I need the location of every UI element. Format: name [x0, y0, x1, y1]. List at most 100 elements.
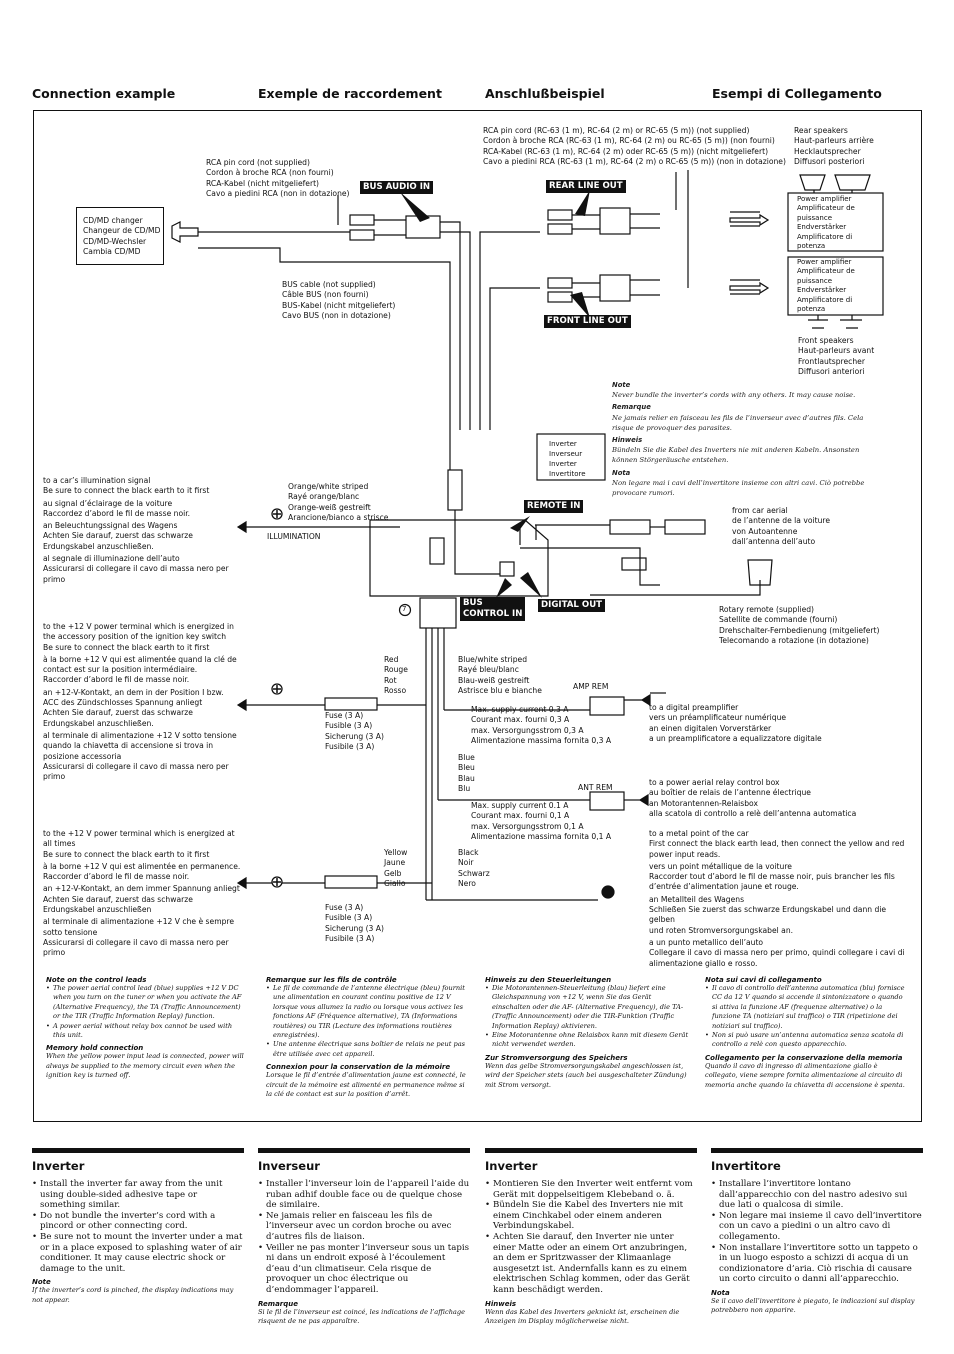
rca-rc63-label: RCA pin cord (RC-63 (1 m), RC-64 (2 m) o… [483, 126, 786, 166]
illum-fr: au signal d’éclairage de la voiture Racc… [43, 498, 191, 518]
control-notes-de: Hinweis zu den Steuerleitungen Die Motor… [485, 972, 690, 1090]
fuse-yellow-label: Fuse (3 A) Fusible (3 A) Sicherung (3 A)… [325, 903, 384, 943]
power-amp-rear-label: Power amplifier Amplificateur de puissan… [797, 195, 855, 251]
control-note-title: Hinweis zu den Steuerleitungen [485, 976, 612, 984]
memory-note-title: Memory hold connection [46, 1044, 144, 1053]
control-note-title: Nota sui cavi di collegamento [705, 976, 822, 984]
amp-rem-label: AMP REM [573, 682, 609, 691]
always-power-text: to the +12 V power terminal which is ene… [43, 829, 243, 959]
section-note-head: Remarque [258, 1299, 299, 1308]
section-title: Inverseur [258, 1159, 320, 1173]
blue-label: Blue Bleu Blau Blu [458, 753, 475, 793]
control-note-item: Eine Motorantenne ohne Relaisbox kann mi… [485, 1031, 690, 1050]
control-notes-en: Note on the control leads The power aeri… [46, 972, 246, 1081]
memory-note-body: Wenn das gelbe Stromversorgungskabel ang… [485, 1061, 687, 1089]
note-head: Note [612, 381, 631, 389]
memory-note-body: When the yellow power input lead is conn… [46, 1052, 244, 1080]
section-bar [485, 1148, 697, 1153]
circle-seven: 7 [402, 605, 407, 613]
header-it: Esempi di Collegamento [712, 86, 882, 101]
bus-cable-label: BUS cable (not supplied) Câble BUS (non … [282, 280, 396, 320]
section-title: Inverter [32, 1159, 85, 1173]
acc-de: an +12-V-Kontakt, an dem in der Position… [43, 687, 224, 728]
max-01-label: Max. supply current 0.1 A Courant max. f… [471, 801, 612, 841]
digital-out-label: DIGITAL OUT [538, 599, 606, 612]
blue-white-label: Blue/white striped Rayé bleu/blanc Blau-… [458, 655, 542, 695]
section-title: Invertitore [711, 1159, 781, 1173]
memory-note-title: Collegamento per la conservazione della … [705, 1053, 903, 1062]
header-en: Connection example [32, 86, 176, 101]
control-note-item: Le fil de commande de l’antenne électriq… [266, 984, 471, 1040]
memory-note-body: Lorsque le fil d’entrée d’alimentation j… [266, 1071, 466, 1099]
remote-in-label: REMOTE IN [524, 500, 584, 513]
memory-note-body: Quando il cavo di ingresso di alimentazi… [705, 1061, 905, 1089]
illum-de: an Beleuchtungssignal des Wagens Achten … [43, 521, 193, 551]
acc-power-text: to the +12 V power terminal which is ene… [43, 622, 243, 782]
ant-rem-label: ANT REM [578, 783, 613, 792]
section-note-body: Se il cavo dell’invertitore è piegato, l… [711, 1296, 915, 1315]
section-note-body: If the inverter’s cord is pinched, the d… [32, 1286, 234, 1304]
inverter-section-de: Inverter Montieren Sie den Inverter weit… [485, 1148, 697, 1326]
section-item: Be sure not to mount the inverter under … [32, 1232, 244, 1274]
orange-white-label: Orange/white striped Rayé orange/blanc O… [288, 482, 389, 522]
red-label: Red Rouge Rot Rosso [384, 655, 408, 695]
acc-en: to the +12 V power terminal which is ene… [43, 622, 234, 652]
section-item: Montieren Sie den Inverter weit entfernt… [485, 1179, 697, 1200]
note-body: Non legare mai i cavi dell’invertitore i… [612, 478, 865, 498]
inverter-notes: Note Never bundle the inverter’s cords w… [612, 380, 882, 498]
acc-fr: à la borne +12 V qui est alimentée quand… [43, 654, 237, 685]
front-line-out-label: FRONT LINE OUT [544, 315, 631, 328]
memory-note-title: Zur Stromversorgung des Speichers [485, 1053, 628, 1062]
bus-control-in-label: BUS CONTROL IN [460, 597, 526, 621]
section-note-body: Wenn das Kabel des Inverters geknickt is… [485, 1307, 680, 1325]
illumination-signal-text: to a car’s illumination signal Be sure t… [43, 476, 243, 585]
metal-point-text: to a metal point of the car First connec… [649, 829, 914, 969]
control-note-title: Remarque sur les fils de contrôle [266, 976, 397, 984]
inverter-section-en: Inverter Install the inverter far away f… [32, 1148, 244, 1305]
cd-changer-box: CD/MD changer Changeur de CD/MD CD/MD-We… [76, 207, 164, 265]
section-item: Do not bundle the inverter’s cord with a… [32, 1211, 244, 1232]
black-label: Black Noir Schwarz Nero [458, 848, 490, 888]
inverter-box-label: Inverter Inverseur Inverter Invertitore [549, 440, 586, 478]
note-body: Bündeln Sie die Kabel des Inverters nie … [612, 446, 860, 465]
section-item: Non installare l’invertitore sotto un ta… [711, 1243, 923, 1285]
header-fr: Exemple de raccordement [258, 86, 442, 101]
control-note-item: Non si può usare un’antenna automatica s… [705, 1031, 910, 1050]
control-note-item: The power aerial control lead (blue) sup… [46, 984, 246, 1022]
rotary-remote-label: Rotary remote (supplied) Satellite de co… [719, 605, 880, 645]
header-de: Anschlußbeispiel [485, 86, 605, 101]
inverter-section-fr: Inverseur Installer l’inverseur loin de … [258, 1148, 470, 1326]
diagram-frame [33, 110, 922, 1122]
acc-it: al terminale di alimentazione +12 V sott… [43, 730, 237, 782]
section-item: Installare l’invertitore lontano dall’ap… [711, 1179, 923, 1211]
section-item: Install the inverter far away from the u… [32, 1179, 244, 1211]
metal-it: a un punto metallico dell’auto Collegare… [649, 937, 905, 968]
max-03-label: Max. supply current 0.3 A Courant max. f… [471, 705, 612, 745]
memory-note-title: Connexion pour la conservation de la mém… [266, 1063, 451, 1072]
illum-en: to a car’s illumination signal Be sure t… [43, 476, 210, 496]
section-note-head: Note [32, 1278, 51, 1287]
section-note-body: Si le fil de l’inverseur est coincé, les… [258, 1307, 465, 1325]
always-it: al terminale di alimentazione +12 V che … [43, 917, 235, 958]
control-note-item: Une antenne électrique sans boîtier de r… [266, 1040, 471, 1059]
section-bar [32, 1148, 244, 1153]
metal-en: to a metal point of the car First connec… [649, 829, 905, 859]
metal-fr: vers un point métallique de la voiture R… [649, 861, 895, 892]
rear-line-out-label: REAR LINE OUT [546, 180, 626, 193]
section-note-head: Nota [711, 1288, 730, 1297]
front-speakers-label: Front speakers Haut-parleurs avant Front… [798, 336, 875, 376]
note-head: Nota [612, 468, 631, 477]
always-en: to the +12 V power terminal which is ene… [43, 829, 235, 859]
inverter-section-it: Invertitore Installare l’invertitore lon… [711, 1148, 923, 1316]
always-fr: à la borne +12 V qui est alimentée en pe… [43, 861, 241, 882]
from-aerial-label: from car aerial de l’antenne de la voitu… [732, 506, 831, 546]
control-note-item: Die Motorantennen-Steuerleitung (blau) l… [485, 984, 690, 1031]
section-bar [711, 1148, 923, 1153]
section-note-head: Hinweis [485, 1299, 517, 1308]
section-title: Inverter [485, 1159, 538, 1173]
rear-speakers-label: Rear speakers Haut-parleurs arrière Heck… [794, 126, 874, 166]
yellow-label: Yellow Jaune Gelb Giallo [384, 848, 408, 888]
illum-it: al segnale di illuminazione dell’auto As… [43, 554, 229, 584]
control-note-item: Il cavo di controllo dell’antenna automa… [705, 984, 910, 1031]
